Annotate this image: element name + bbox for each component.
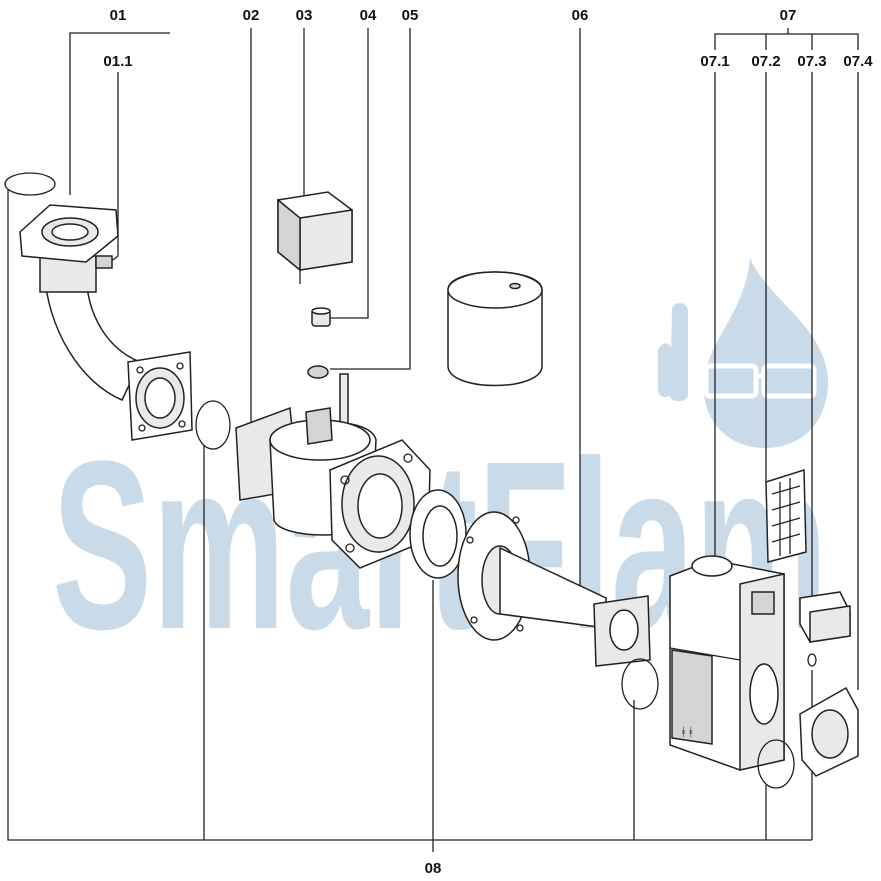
part-labels: 01 01.1 02 03 04 05 06 07 07.1 07.2 07.3… (103, 7, 873, 877)
o-ring-top-left (4, 172, 56, 196)
o-ring-06-07 (621, 658, 659, 710)
label-07-4: 07.4 (843, 53, 873, 70)
label-07: 07 (780, 7, 797, 24)
part-07-1-knob (691, 555, 733, 577)
label-01: 01 (110, 7, 127, 24)
part-02-valve-body (235, 406, 431, 569)
part-04-nut (311, 307, 331, 327)
label-04: 04 (360, 7, 377, 24)
part-06-flanged-pipe (457, 511, 651, 667)
leader-lines (7, 28, 859, 852)
label-05: 05 (402, 7, 419, 24)
label-03: 03 (296, 7, 313, 24)
o-ring-07 (757, 739, 795, 789)
label-06: 06 (572, 7, 589, 24)
label-07-1: 07.1 (700, 53, 729, 70)
label-07-3: 07.3 (797, 53, 826, 70)
valve-cap (447, 271, 543, 387)
part-07-3-actuator (799, 591, 851, 667)
part-07-regulator: ᚼᚼ (669, 555, 785, 771)
part-07-2-filter (765, 468, 807, 563)
label-02: 02 (243, 7, 260, 24)
part-01-1-nipple (95, 255, 113, 269)
o-ring-01-02 (195, 400, 231, 450)
svg-text:ᚼᚼ: ᚼᚼ (680, 725, 694, 739)
part-07-4-cover (799, 686, 859, 777)
label-08: 08 (425, 860, 442, 877)
part-01-elbow-flange (4, 172, 193, 441)
gasket-large (409, 489, 467, 579)
label-07-2: 07.2 (751, 53, 780, 70)
part-03-coil (277, 191, 353, 284)
label-01-1: 01.1 (103, 53, 132, 70)
